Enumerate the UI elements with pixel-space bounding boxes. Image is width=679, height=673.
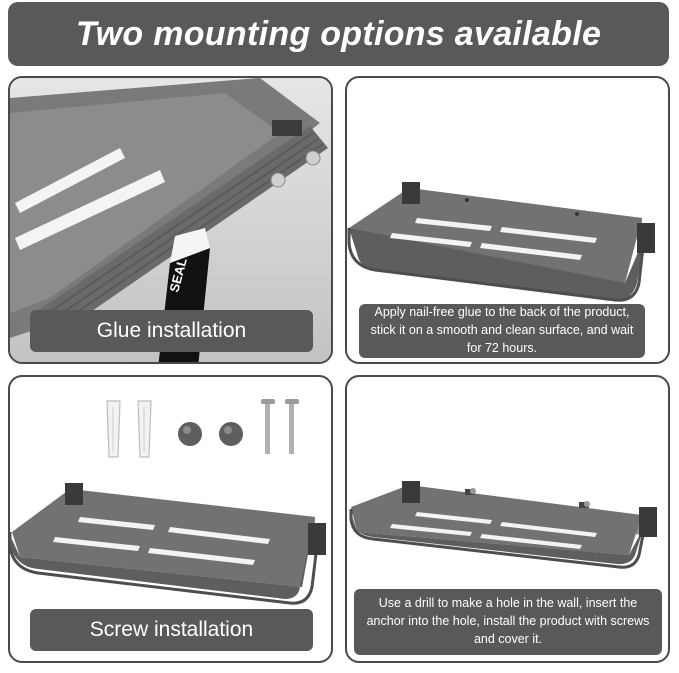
banner-title: Two mounting options available [75,14,602,53]
screwed-shelf-illustration [349,481,657,569]
title-banner: Two mounting options available [8,2,669,66]
glue-closeup-illustration: SEAL [10,78,331,362]
screw-info-panel: Use a drill to make a hole in the wall, … [345,375,670,663]
screw-instructions-label: Use a drill to make a hole in the wall, … [354,589,662,655]
shelf-illustration [347,182,655,302]
glue-info-panel: Apply nail-free glue to the back of the … [345,76,670,364]
screw-parts-panel: Screw installation [8,375,333,663]
glue-installation-label: Glue installation [30,310,313,352]
glue-photo-panel: SEAL Glue installation [8,76,333,364]
screw-parts-illustration [10,399,326,605]
glue-instructions-label: Apply nail-free glue to the back of the … [359,304,645,358]
screw-installation-label: Screw installation [30,609,313,651]
